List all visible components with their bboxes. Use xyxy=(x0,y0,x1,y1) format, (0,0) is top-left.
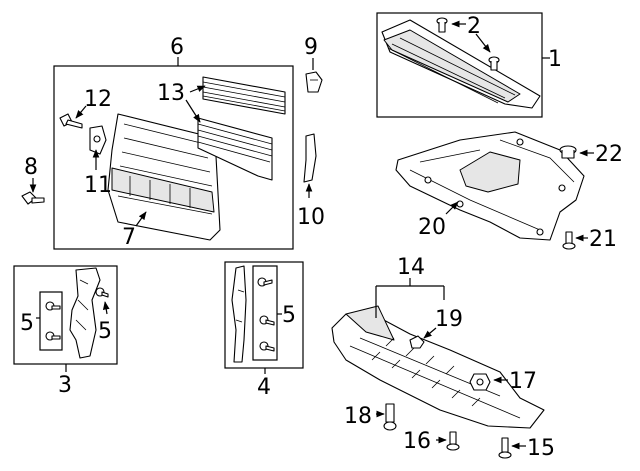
nut-17-icon[interactable] xyxy=(469,373,491,391)
group-box-shutter xyxy=(53,65,294,250)
group-box-right-deflector xyxy=(224,261,304,369)
bracket-14-line xyxy=(375,285,445,318)
callout-21: 21 xyxy=(589,227,617,252)
shutter-actuator-icon[interactable] xyxy=(89,125,107,155)
callout-22: 22 xyxy=(595,142,623,167)
callout-19: 19 xyxy=(435,307,463,332)
leader-line-12 xyxy=(75,105,87,119)
engine-undershield-part[interactable] xyxy=(395,131,585,241)
leader-line-2b xyxy=(475,33,491,53)
callout-18: 18 xyxy=(344,404,372,429)
callout-16: 16 xyxy=(403,429,431,454)
callout-7: 7 xyxy=(122,225,136,250)
bolt-18-icon[interactable] xyxy=(383,403,397,431)
callout-5-mid: 5 xyxy=(98,319,112,344)
push-pin-fastener-icon[interactable] xyxy=(436,17,500,71)
callout-8: 8 xyxy=(24,155,38,180)
callout-15: 15 xyxy=(527,436,555,461)
bracket-10-part[interactable] xyxy=(303,133,317,183)
left-air-deflector-part[interactable] xyxy=(69,267,101,359)
leader-line-13 xyxy=(189,85,206,93)
callout-12: 12 xyxy=(84,87,112,112)
active-grille-shutter-frame[interactable] xyxy=(107,113,221,241)
callout-5-right: 5 xyxy=(282,303,296,328)
screw-icon[interactable] xyxy=(257,277,275,352)
clip-9-icon[interactable] xyxy=(305,71,323,93)
bolt-8-icon[interactable] xyxy=(21,191,45,205)
callout-3: 3 xyxy=(58,373,72,398)
nut-22-icon[interactable] xyxy=(559,145,577,159)
leader-line-5-right xyxy=(102,301,110,315)
bolt-16-icon[interactable] xyxy=(446,431,460,451)
callout-6: 6 xyxy=(170,35,184,60)
fastener-box-right xyxy=(252,265,278,361)
leader-line-7 xyxy=(135,211,147,227)
callout-4: 4 xyxy=(257,375,271,400)
bolt-21-icon[interactable] xyxy=(562,231,576,250)
shutter-louver-assembly[interactable] xyxy=(197,76,286,181)
splash-shield-part[interactable] xyxy=(331,305,545,429)
callout-17: 17 xyxy=(509,369,537,394)
screw-icon[interactable] xyxy=(45,287,109,341)
callout-11: 11 xyxy=(84,173,112,198)
callout-2: 2 xyxy=(467,14,481,39)
clip-19-icon[interactable] xyxy=(409,335,425,349)
callout-10: 10 xyxy=(297,205,325,230)
callout-5-left: 5 xyxy=(20,311,34,336)
bolt-15-icon[interactable] xyxy=(498,437,512,459)
callout-1: 1 xyxy=(548,47,562,72)
group-box-deflector xyxy=(376,12,543,118)
bolt-12-icon[interactable] xyxy=(59,113,83,129)
callout-13: 13 xyxy=(157,81,185,106)
upper-deflector-part[interactable] xyxy=(381,19,541,109)
callout-20: 20 xyxy=(418,215,446,240)
leader-line-13b xyxy=(185,99,201,123)
fastener-box-left xyxy=(39,291,63,351)
leader-line-19 xyxy=(423,327,437,339)
right-air-deflector-part[interactable] xyxy=(231,265,247,363)
callout-9: 9 xyxy=(304,35,318,60)
leader-line-20 xyxy=(445,201,459,215)
callout-14: 14 xyxy=(397,255,425,280)
